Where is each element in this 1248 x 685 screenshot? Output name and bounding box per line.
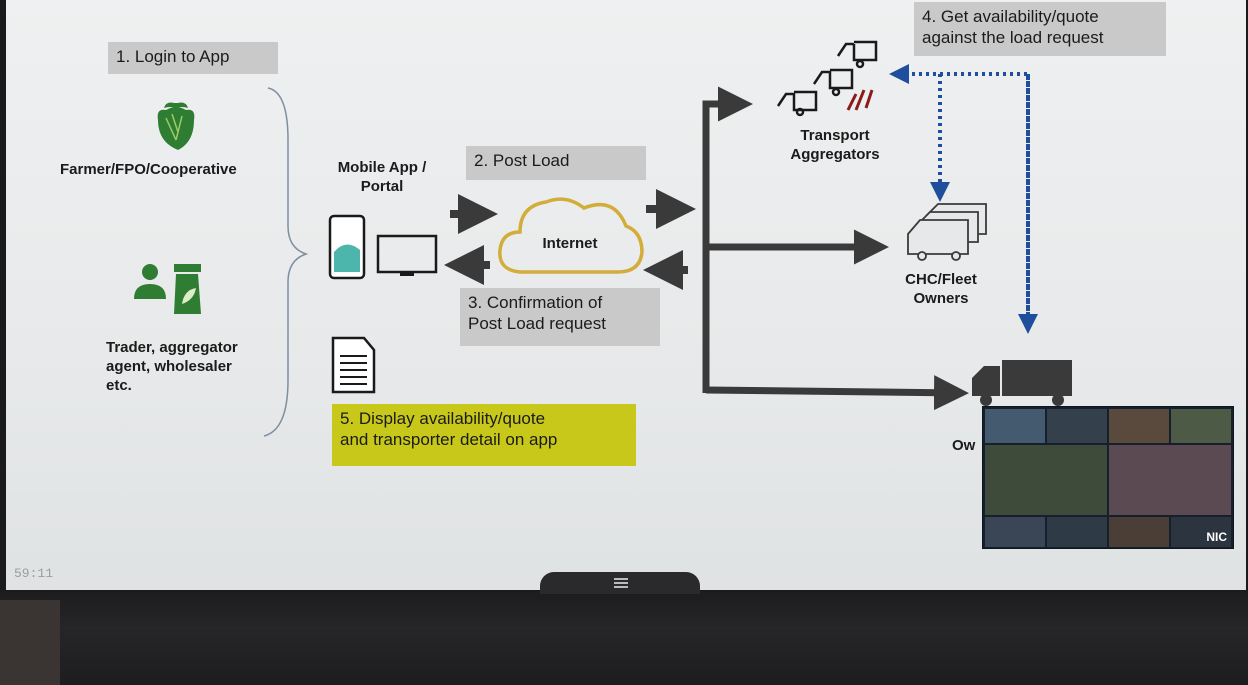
video-tile xyxy=(985,445,1107,515)
nic-logo: NIC xyxy=(1206,530,1227,544)
farmer-icon xyxy=(157,102,195,150)
transport-aggregators-label: Transport Aggregators xyxy=(772,126,898,164)
step-5-box: 5. Display availability/quote and transp… xyxy=(332,404,636,466)
diagram-canvas xyxy=(134,40,1072,437)
trader-label-line-2: agent, wholesaler xyxy=(106,358,232,375)
dotted-links xyxy=(889,64,1038,334)
step-1-label: 1. Login to App xyxy=(116,47,230,66)
video-tile xyxy=(1047,517,1107,547)
phone-icon xyxy=(328,214,366,280)
trader-label-line-1: Trader, aggregator xyxy=(106,339,238,356)
owners-label-partial: Ow xyxy=(952,437,976,454)
step-4-box: 4. Get availability/quote against the lo… xyxy=(914,2,1166,56)
step-5-line-1: 5. Display availability/quote xyxy=(340,409,546,428)
step-3-box: 3. Confirmation of Post Load request xyxy=(460,288,660,346)
flow-arrows xyxy=(444,189,696,290)
video-tile xyxy=(1171,517,1231,547)
monitor-bezel xyxy=(0,590,1248,685)
farmer-label: Farmer/FPO/Cooperative xyxy=(60,161,237,178)
truck-icon xyxy=(972,360,1072,406)
timer-readout: 59:11 xyxy=(14,566,54,581)
grouping-brace xyxy=(263,87,309,437)
menu-icon[interactable] xyxy=(614,578,628,588)
transport-line-1: Transport xyxy=(800,127,870,144)
video-tile xyxy=(1047,409,1107,443)
step-5-line-2: and transporter detail on app xyxy=(340,430,558,449)
trader-label-line-3: etc. xyxy=(106,377,132,394)
chc-fleet-label: CHC/Fleet Owners xyxy=(886,270,996,308)
step-1-box: 1. Login to App xyxy=(108,42,278,74)
transport-trucks-icon xyxy=(776,40,878,117)
fleet-vans-icon xyxy=(907,203,987,261)
step-4-line-2: against the load request xyxy=(922,28,1104,47)
chc-line-1: CHC/Fleet xyxy=(905,271,977,288)
mobile-app-line-2: Portal xyxy=(360,178,404,195)
monitor-icon xyxy=(376,234,438,276)
bezel-reflection xyxy=(0,600,60,685)
step-4-line-1: 4. Get availability/quote xyxy=(922,7,1099,26)
trader-label: Trader, aggregator agent, wholesaler etc… xyxy=(106,338,238,395)
step-3-line-1: 3. Confirmation of xyxy=(468,293,603,312)
step-2-label: 2. Post Load xyxy=(474,151,570,170)
video-tile xyxy=(1109,409,1169,443)
document-icon xyxy=(331,336,376,394)
video-tile xyxy=(1109,517,1169,547)
branch-arrows xyxy=(702,86,969,411)
step-2-box: 2. Post Load xyxy=(466,146,646,180)
mobile-app-label: Mobile App / Portal xyxy=(318,158,446,196)
video-tile xyxy=(1171,409,1231,443)
trader-icon xyxy=(134,264,201,314)
step-3-line-2: Post Load request xyxy=(468,314,606,333)
mobile-app-line-1: Mobile App / xyxy=(337,159,427,176)
video-tile xyxy=(1109,445,1231,515)
cloud-icon xyxy=(498,197,644,274)
internet-label: Internet xyxy=(542,235,598,252)
video-tile xyxy=(985,409,1045,443)
presentation-screen: 1. Login to App 2. Post Load 3. Confirma… xyxy=(6,0,1246,600)
chc-line-2: Owners xyxy=(913,290,969,307)
video-conference-thumbnail[interactable]: NIC xyxy=(982,406,1234,549)
transport-line-2: Aggregators xyxy=(790,146,880,163)
video-tile xyxy=(985,517,1045,547)
